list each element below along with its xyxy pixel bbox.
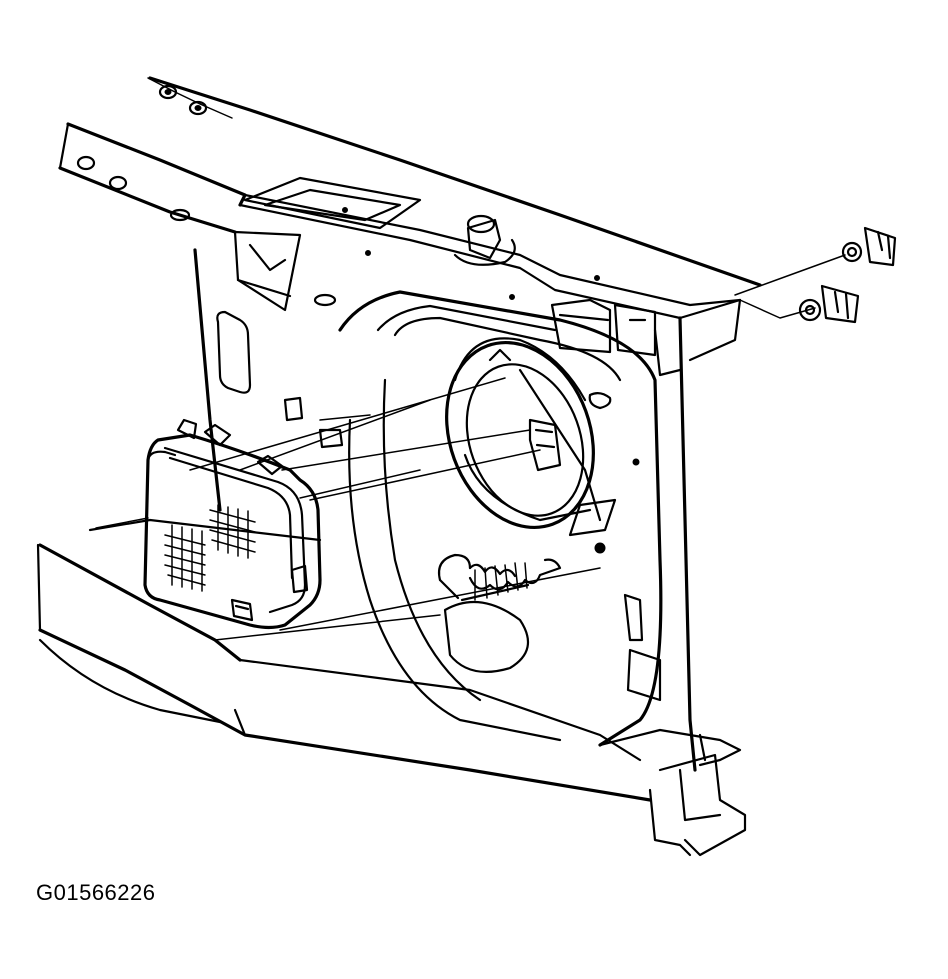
lens-grid-left xyxy=(164,524,206,592)
figure-id-label: G01566226 xyxy=(36,880,156,905)
adjuster-screws-right xyxy=(734,226,897,324)
lower-front-panel xyxy=(36,518,747,857)
headlamp-opening xyxy=(338,290,663,747)
retaining-spring xyxy=(437,553,562,602)
right-pillar xyxy=(550,298,742,772)
sealed-beam-headlamp xyxy=(143,418,322,630)
exploded-view-guide-lines xyxy=(95,377,601,641)
left-support-panel xyxy=(193,230,344,512)
upper-radiator-support xyxy=(58,76,762,320)
nut-fasteners-top xyxy=(147,77,233,119)
lens-grid-right xyxy=(209,504,256,559)
